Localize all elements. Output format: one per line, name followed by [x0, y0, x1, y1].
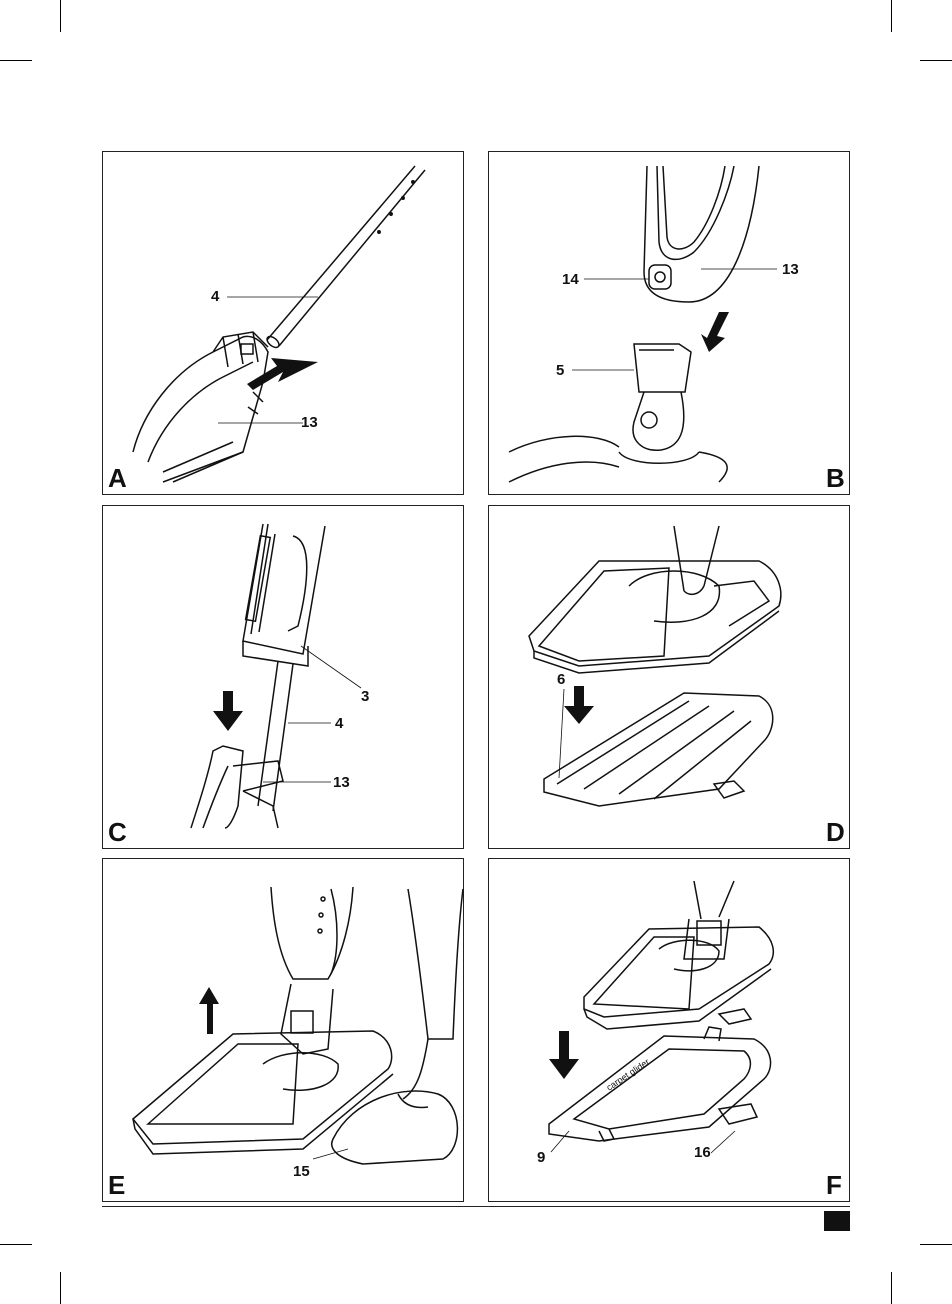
figure-panel-e: 15 E	[102, 858, 464, 1202]
crop-mark	[0, 1244, 32, 1245]
callout-13: 13	[301, 415, 318, 430]
callout-14: 14	[562, 272, 579, 287]
panel-letter-b: B	[826, 465, 845, 491]
figure-panel-a: 4 13 A	[102, 151, 464, 495]
figure-panel-b: 14 13 5 B	[488, 151, 850, 495]
direction-arrow	[213, 691, 243, 731]
figure-c-illustration	[103, 506, 465, 850]
direction-arrow	[564, 686, 594, 724]
direction-arrow	[247, 358, 318, 390]
crop-mark	[0, 60, 32, 61]
crop-mark	[920, 60, 952, 61]
page-marker	[824, 1211, 850, 1231]
direction-arrow	[701, 312, 729, 352]
callout-13: 13	[333, 775, 350, 790]
panel-letter-a: A	[108, 465, 127, 491]
callout-15: 15	[293, 1164, 310, 1179]
footer-rule	[102, 1206, 850, 1207]
callout-3: 3	[361, 689, 369, 704]
callout-4: 4	[211, 289, 219, 304]
figure-panel-f: carpet glider 9 16 F	[488, 858, 850, 1202]
crop-mark	[60, 1272, 61, 1304]
callout-16: 16	[694, 1145, 711, 1160]
figure-e-illustration	[103, 859, 465, 1203]
figure-a-illustration	[103, 152, 465, 496]
callout-4: 4	[335, 716, 343, 731]
callout-9: 9	[537, 1150, 545, 1165]
panel-letter-d: D	[826, 819, 845, 845]
panel-letter-c: C	[108, 819, 127, 845]
figure-panel-c: 3 4 13 C	[102, 505, 464, 849]
callout-6: 6	[557, 672, 565, 687]
panel-letter-e: E	[108, 1172, 125, 1198]
direction-arrow	[199, 987, 219, 1034]
crop-mark	[891, 0, 892, 32]
figure-d-illustration	[489, 506, 851, 850]
callout-5: 5	[556, 363, 564, 378]
callout-13: 13	[782, 262, 799, 277]
crop-mark	[920, 1244, 952, 1245]
figure-b-illustration	[489, 152, 851, 496]
figure-panel-d: 6 D	[488, 505, 850, 849]
crop-mark	[60, 0, 61, 32]
carpet-glider-logo: carpet glider	[605, 1057, 652, 1093]
direction-arrow	[549, 1031, 579, 1079]
panel-letter-f: F	[826, 1172, 842, 1198]
crop-mark	[891, 1272, 892, 1304]
